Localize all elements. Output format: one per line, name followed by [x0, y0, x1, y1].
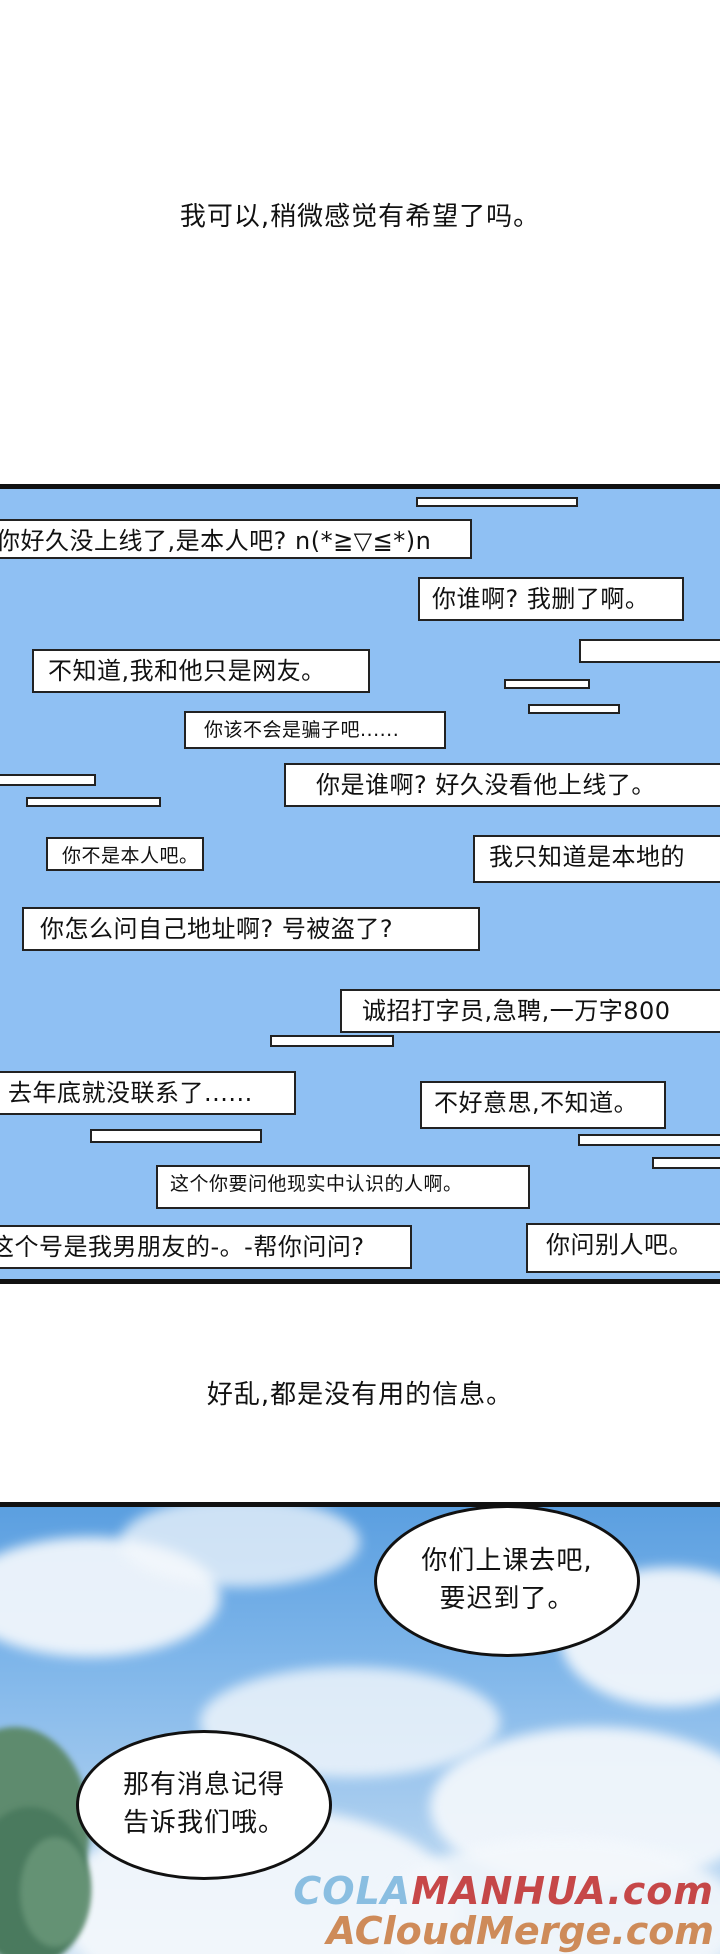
watermark: COLAMANHUA.com ACloudMerge.com	[293, 1869, 714, 1954]
empty-bar	[90, 1129, 262, 1143]
chat-message: 不好意思,不知道。	[420, 1081, 666, 1129]
empty-bar	[270, 1035, 394, 1047]
chat-message: 你好久没上线了,是本人吧? n(*≧▽≦*)n	[0, 519, 472, 559]
empty-bar	[504, 679, 590, 689]
chat-message: 去年底就没联系了......	[0, 1071, 296, 1115]
sky-panel: 你们上课去吧, 要迟到了。 那有消息记得 告诉我们哦。 COLAMANHUA.c…	[0, 1502, 720, 1954]
chat-message: 你谁啊? 我删了啊。	[418, 577, 684, 621]
speech-bubble-lower: 那有消息记得 告诉我们哦。	[76, 1730, 332, 1880]
chat-message: 你不是本人吧。	[46, 837, 204, 871]
empty-bar	[416, 497, 578, 507]
narration-top: 我可以,稍微感觉有希望了吗。	[179, 202, 541, 232]
chat-message: 诚招打字员,急聘,一万字800	[340, 989, 720, 1033]
chat-message: 我只知道是本地的	[473, 835, 720, 883]
chat-message: 你是谁啊? 好久没看他上线了。	[284, 763, 720, 807]
chat-panel: 你好久没上线了,是本人吧? n(*≧▽≦*)n 你谁啊? 我删了啊。 不知道,我…	[0, 484, 720, 1284]
watermark-cola: COLA	[293, 1869, 412, 1914]
watermark-line2: ACloudMerge.com	[326, 1909, 714, 1954]
empty-bar	[652, 1157, 720, 1169]
empty-bar	[26, 797, 161, 807]
tree-foliage	[20, 1837, 90, 1947]
watermark-line1: COLAMANHUA.com	[293, 1869, 714, 1914]
bubble-line: 你们上课去吧,	[421, 1546, 593, 1577]
cloud	[120, 1507, 360, 1587]
empty-bar	[578, 1134, 720, 1146]
bubble-line: 要迟到了。	[439, 1584, 575, 1614]
chat-message: 你该不会是骗子吧......	[184, 711, 446, 749]
chat-message: 你怎么问自己地址啊? 号被盗了?	[22, 907, 480, 951]
empty-bar	[0, 774, 96, 786]
bubble-line: 那有消息记得	[122, 1770, 285, 1801]
watermark-manhua: MANHUA.com	[411, 1869, 714, 1914]
empty-bar	[528, 704, 620, 714]
chat-message: 这个你要问他现实中认识的人啊。	[156, 1165, 530, 1209]
chat-message: 这个号是我男朋友的-。-帮你问问?	[0, 1225, 412, 1269]
chat-message: 不知道,我和他只是网友。	[32, 649, 370, 693]
chat-message: 你问别人吧。	[526, 1223, 720, 1273]
bubble-line: 告诉我们哦。	[122, 1808, 285, 1838]
speech-bubble-upper: 你们上课去吧, 要迟到了。	[374, 1507, 640, 1657]
empty-bar	[579, 639, 720, 663]
narration-middle: 好乱,都是没有用的信息。	[206, 1380, 514, 1410]
